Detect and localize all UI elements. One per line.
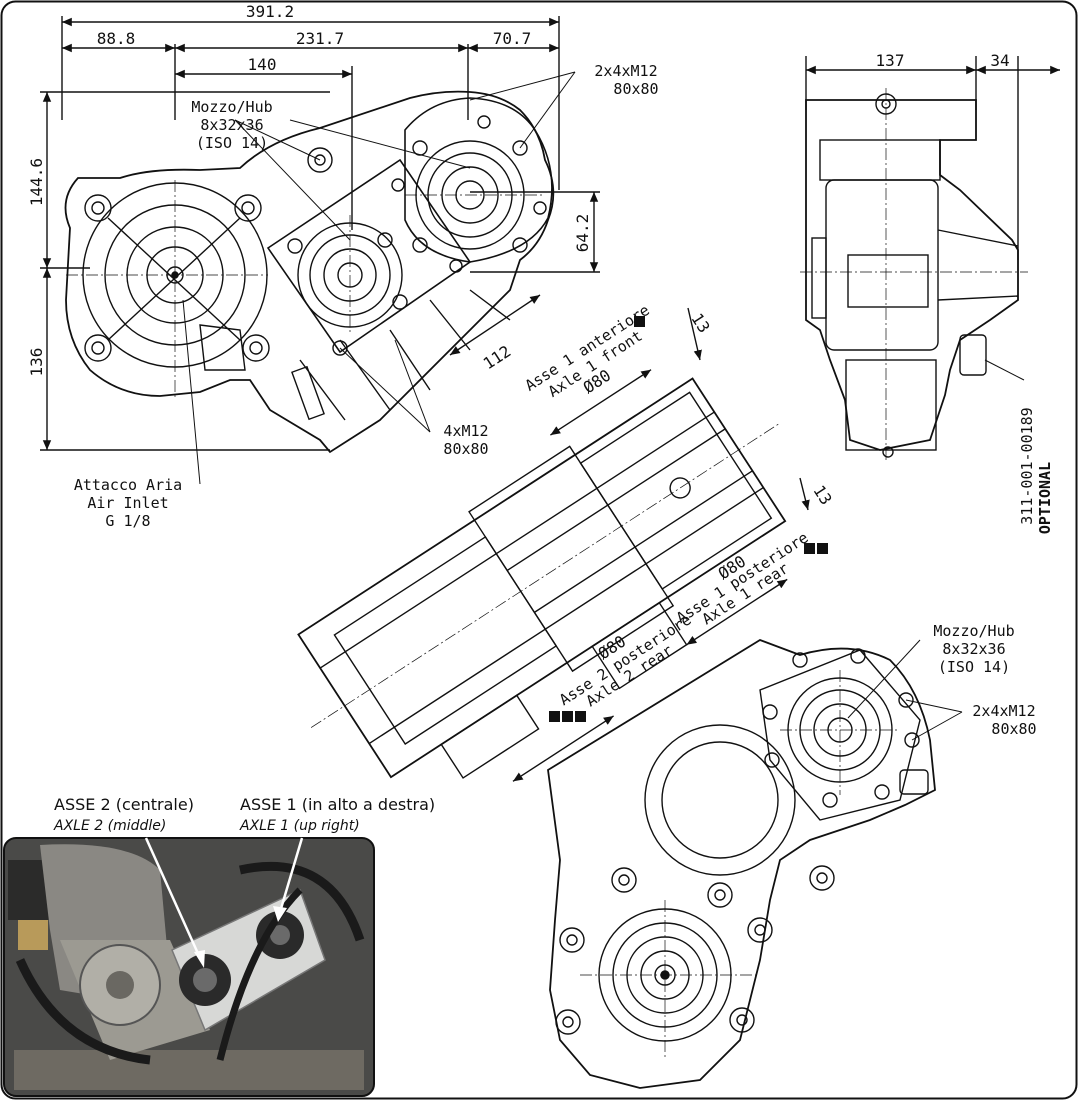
svg-text:(ISO 14): (ISO 14) xyxy=(196,134,268,152)
dim-left-segment: 88.8 xyxy=(97,29,136,48)
marker-square xyxy=(549,711,560,722)
svg-text:8x32x36: 8x32x36 xyxy=(200,116,263,134)
dim-shaft-offset: 64.2 xyxy=(573,214,592,253)
bottom-view xyxy=(547,639,963,1089)
svg-text:2x4xM12: 2x4xM12 xyxy=(972,702,1035,720)
svg-text:8x32x36: 8x32x36 xyxy=(942,640,1005,658)
side-view xyxy=(800,56,1060,460)
dim-side-width: 137 xyxy=(876,51,905,70)
svg-text:G 1/8: G 1/8 xyxy=(105,512,150,530)
dim-right-segment: 70.7 xyxy=(493,29,532,48)
label-mount-mid: 4xM12 80x80 xyxy=(443,422,488,458)
dim-lower-height: 136 xyxy=(27,348,46,377)
label-hub-bottom: Mozzo/Hub 8x32x36 (ISO 14) xyxy=(933,622,1014,676)
photo-axle2-sub: AXLE 2 (middle) xyxy=(53,818,166,834)
label-mount-top: 2x4xM12 80x80 xyxy=(594,62,658,98)
dim-upper-height: 144.6 xyxy=(27,158,46,206)
label-hub-top: Mozzo/Hub 8x32x36 (ISO 14) xyxy=(191,98,272,152)
photo-axle1-title: ASSE 1 (in alto a destra) xyxy=(240,795,435,814)
label-air-inlet: Attacco Aria Air Inlet G 1/8 xyxy=(74,476,182,530)
label-mount-bottom: 2x4xM12 80x80 xyxy=(972,702,1036,738)
marker-square xyxy=(575,711,586,722)
svg-text:Mozzo/Hub: Mozzo/Hub xyxy=(191,98,272,116)
optional-label: OPTIONAL xyxy=(1036,462,1054,534)
svg-text:Mozzo/Hub: Mozzo/Hub xyxy=(933,622,1014,640)
svg-text:80x80: 80x80 xyxy=(613,80,658,98)
marker-square xyxy=(804,543,815,554)
svg-text:Attacco Aria: Attacco Aria xyxy=(74,476,182,494)
svg-text:(ISO 14): (ISO 14) xyxy=(938,658,1010,676)
marker-rear1 xyxy=(804,543,828,554)
dim-overall-width: 391.2 xyxy=(246,2,294,21)
svg-text:2x4xM12: 2x4xM12 xyxy=(594,62,657,80)
part-code: 311-001-00189 xyxy=(1018,407,1036,524)
svg-text:4xM12: 4xM12 xyxy=(443,422,488,440)
section-view xyxy=(297,307,810,782)
svg-text:80x80: 80x80 xyxy=(991,720,1036,738)
svg-text:Air Inlet: Air Inlet xyxy=(87,494,168,512)
svg-text:80x80: 80x80 xyxy=(443,440,488,458)
dim-side-offset: 34 xyxy=(990,51,1009,70)
marker-square xyxy=(562,711,573,722)
marker-square xyxy=(634,316,645,327)
marker-front xyxy=(634,316,645,327)
photo-inset xyxy=(3,837,375,1097)
dim-hub-offset: 140 xyxy=(248,55,277,74)
front-view xyxy=(40,16,600,485)
marker-rear2 xyxy=(549,711,586,722)
photo-axle1-sub: AXLE 1 (up right) xyxy=(239,818,360,834)
marker-square xyxy=(817,543,828,554)
dim-middle-segment: 231.7 xyxy=(296,29,344,48)
photo-axle2-title: ASSE 2 (centrale) xyxy=(54,795,194,814)
